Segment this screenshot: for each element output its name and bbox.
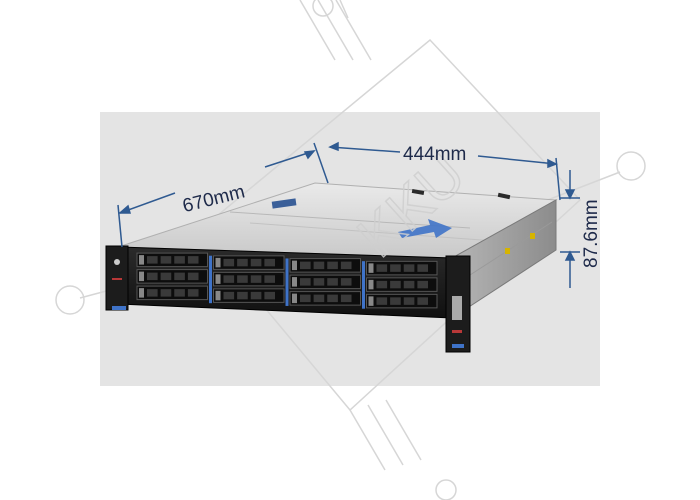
- drive-bay-vent: [376, 264, 388, 272]
- drive-bay-vent: [300, 294, 311, 303]
- drive-bay-vent: [147, 256, 158, 264]
- drive-bay-vent: [340, 261, 352, 270]
- drive-bay-handle: [215, 274, 221, 284]
- drive-bay-vent: [403, 297, 415, 305]
- drive-bay-handle: [215, 257, 221, 268]
- drive-bay-vent: [417, 264, 428, 272]
- drive-bay-handle: [368, 296, 374, 306]
- drive-bay-handle: [368, 263, 374, 273]
- drive-bay-vent: [237, 275, 248, 283]
- height-dimension: [560, 170, 580, 288]
- drive-bay-vent: [300, 261, 311, 270]
- drive-bay-handle: [139, 288, 144, 298]
- drive-bay-vent: [340, 278, 352, 286]
- drive-bay-vent: [417, 297, 428, 305]
- drive-bay-vent: [174, 289, 185, 297]
- drive-bay-vent: [223, 291, 235, 300]
- drive-bay-vent: [237, 291, 248, 300]
- drive-bay-vent: [160, 256, 172, 264]
- drive-bay-vent: [313, 278, 325, 286]
- drive-bay-vent: [313, 261, 325, 270]
- drive-bay-vent: [174, 256, 185, 264]
- drive-bay-vent: [187, 272, 199, 281]
- drive-bay-vent: [187, 256, 199, 264]
- drive-bay-vent: [390, 264, 401, 272]
- drive-bay-handle: [292, 277, 297, 287]
- drive-bay-vent: [403, 264, 415, 272]
- drive-bay-handle: [368, 279, 374, 290]
- drive-bay-vent: [390, 280, 401, 289]
- power-button: [114, 259, 120, 265]
- drive-bay-vent: [223, 275, 235, 283]
- drive-bay-vent: [187, 289, 199, 297]
- drive-bay-vent: [160, 289, 172, 297]
- drive-bay-vent: [417, 280, 428, 289]
- watermark-circle-right: [616, 151, 646, 181]
- drive-bay-vent: [327, 278, 338, 286]
- drive-bay-handle: [139, 255, 144, 265]
- drive-bay-vent: [376, 297, 388, 305]
- drive-bay-grid: [136, 252, 438, 309]
- watermark-circle-top: [312, 0, 334, 17]
- drive-bay-vent: [313, 294, 325, 303]
- drive-bay-vent: [264, 291, 275, 300]
- watermark-circle-left: [55, 285, 85, 315]
- drive-bay-vent: [264, 258, 275, 267]
- width-dimension: [328, 141, 561, 201]
- drive-bay-vent: [147, 272, 158, 281]
- drive-bay-vent: [300, 278, 311, 286]
- drive-bay-vent: [376, 280, 388, 289]
- drive-bay-vent: [264, 275, 275, 283]
- drive-bay-vent: [160, 272, 172, 281]
- drive-bay-vent: [237, 258, 248, 267]
- drive-bay-handle: [215, 290, 221, 301]
- drive-bay-handle: [292, 293, 297, 304]
- height-label: 87.6mm: [581, 199, 602, 268]
- bay-divider: [362, 261, 365, 309]
- drive-bay-vent: [147, 289, 158, 297]
- drive-bay-vent: [223, 258, 235, 267]
- watermark-circle-bottom: [435, 479, 457, 500]
- depth-dimension: [117, 142, 329, 248]
- drive-bay-vent: [390, 297, 401, 305]
- drive-bay-vent: [250, 275, 262, 283]
- top-arrow-graphic: [398, 219, 452, 238]
- drive-bay-handle: [292, 260, 297, 271]
- width-label: 444mm: [403, 144, 466, 165]
- drive-bay-vent: [327, 261, 338, 270]
- bay-divider: [285, 258, 289, 306]
- drive-bay-vent: [174, 272, 185, 281]
- drive-bay-vent: [250, 291, 262, 300]
- drive-bay-vent: [250, 258, 262, 267]
- drive-bay-vent: [403, 280, 415, 289]
- top-label: [271, 198, 297, 209]
- drive-bay-vent: [340, 294, 352, 303]
- drive-bay-handle: [139, 271, 144, 282]
- bay-divider: [209, 255, 212, 304]
- drive-bay-vent: [327, 294, 338, 303]
